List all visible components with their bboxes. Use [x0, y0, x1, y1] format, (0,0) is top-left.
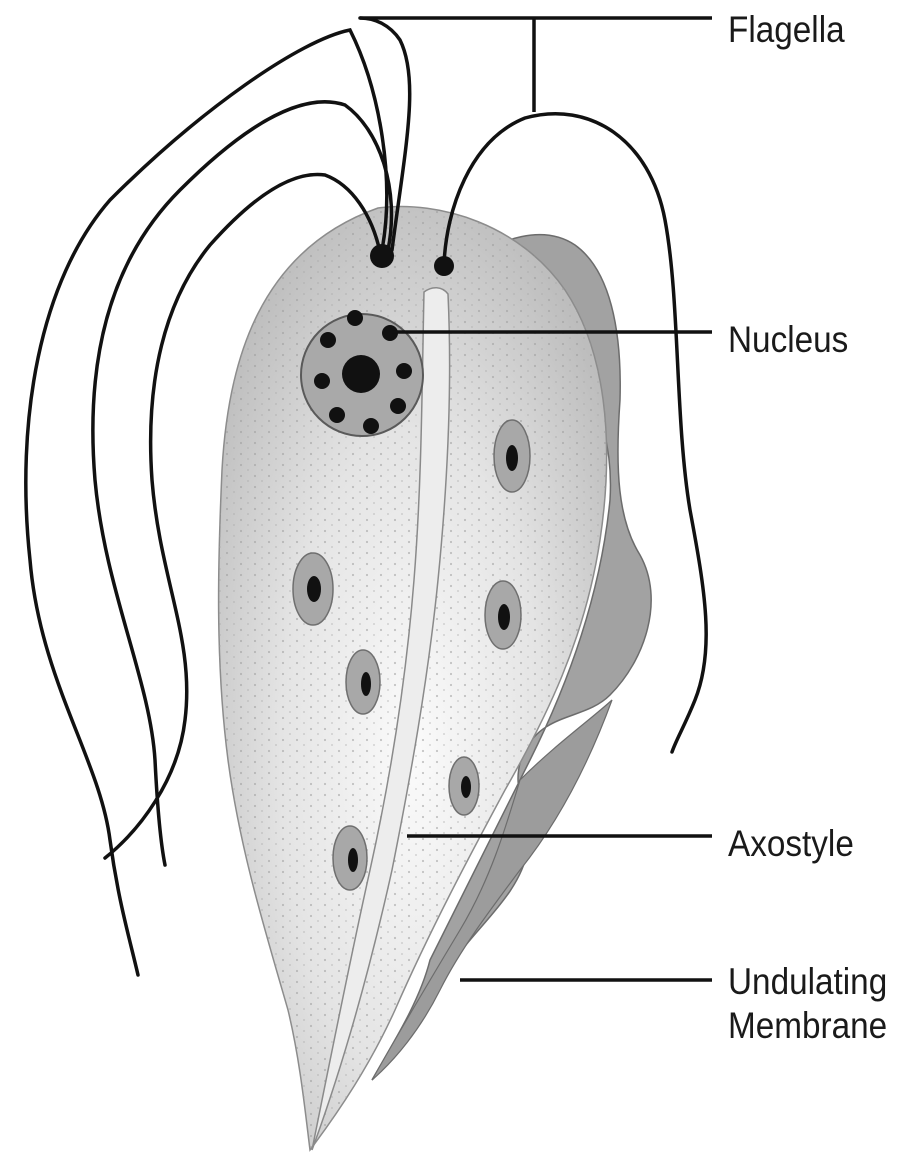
basal-body — [370, 244, 394, 268]
label-undulating-line-2: Membrane — [728, 1004, 887, 1048]
label-flagella: Flagella — [728, 8, 845, 52]
vacuole — [333, 826, 367, 890]
vacuole — [346, 650, 380, 714]
label-undulating-line-1: Undulating — [728, 960, 887, 1004]
basal-body — [434, 256, 454, 276]
vacuole — [449, 757, 479, 815]
vacuole — [494, 420, 530, 492]
flagella-leader — [360, 18, 712, 112]
label-nucleus: Nucleus — [728, 318, 848, 362]
label-axostyle: Axostyle — [728, 822, 854, 866]
label-undulating-membrane: Undulating Membrane — [728, 960, 887, 1048]
vacuole — [293, 553, 333, 625]
vacuole — [485, 581, 521, 649]
